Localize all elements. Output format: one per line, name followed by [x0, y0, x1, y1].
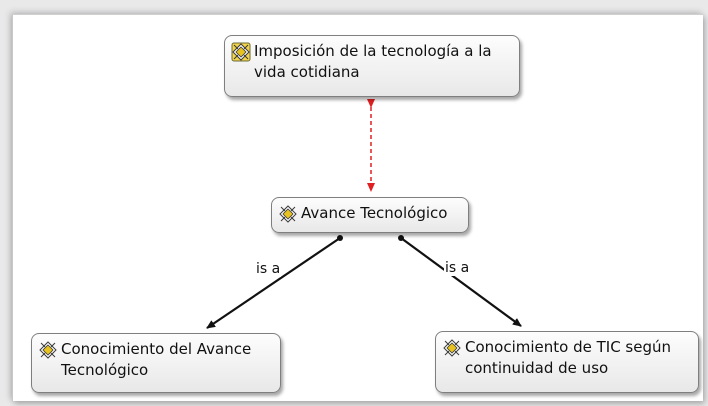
concept-node-conocimiento-avance[interactable]: Conocimiento del Avance Tecnológico — [31, 333, 281, 393]
concept-icon — [278, 204, 298, 224]
concept-node-imposicion[interactable]: Imposición de la tecnología a la vida co… — [224, 35, 520, 97]
concept-icon — [38, 340, 58, 360]
concept-icon — [442, 338, 462, 358]
concept-label: Conocimiento de TIC según continuidad de… — [465, 338, 672, 377]
concept-label: Avance Tecnológico — [301, 204, 448, 222]
concept-map-canvas: is a is a Imposición de la tecnología a … — [12, 14, 703, 401]
link-origin-dot-right — [398, 235, 404, 241]
links-layer — [206, 99, 522, 329]
is-a-link-right[interactable] — [400, 237, 522, 327]
concept-node-conocimiento-tic[interactable]: Conocimiento de TIC según continuidad de… — [435, 331, 699, 393]
concept-label: Conocimiento del Avance Tecnológico — [61, 340, 252, 379]
is-a-link-left[interactable] — [206, 237, 341, 329]
concept-icon — [231, 42, 251, 62]
is-a-label-left: is a — [255, 261, 282, 277]
is-a-label-right: is a — [444, 260, 471, 276]
concept-label: Imposición de la tecnología a la vida co… — [254, 42, 492, 81]
link-origin-dot-left — [337, 235, 343, 241]
concept-node-avance-tecnologico[interactable]: Avance Tecnológico — [271, 197, 469, 233]
